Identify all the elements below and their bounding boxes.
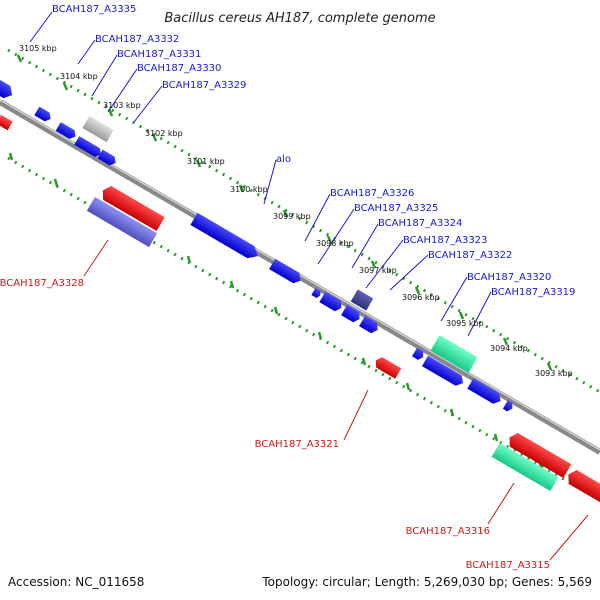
gene-arrow bbox=[0, 78, 13, 99]
gene-arrow bbox=[74, 136, 101, 157]
gene-arrow bbox=[375, 357, 402, 379]
gene-label[interactable]: BCAH187_A3321 bbox=[255, 439, 339, 450]
rna-gene-box bbox=[430, 335, 478, 373]
gene-arrow bbox=[269, 258, 301, 284]
gene-arrow bbox=[55, 122, 76, 139]
gene-label[interactable]: BCAH187_A3331 bbox=[117, 49, 201, 60]
reverse-genes bbox=[0, 114, 600, 508]
gene-arrow bbox=[509, 432, 572, 479]
major-ticks-top bbox=[16, 54, 553, 371]
kbp-label: 3100 kbp bbox=[230, 185, 268, 194]
pseudo-gene-box bbox=[82, 115, 114, 143]
gene-arrow bbox=[102, 185, 165, 232]
kbp-label: 3098 kbp bbox=[316, 239, 354, 248]
accession-text: Accession: NC_011658 bbox=[8, 575, 144, 589]
gene-box bbox=[86, 196, 158, 248]
gene-labels-top: BCAH187_A3335 BCAH187_A3332 BCAH187_A333… bbox=[52, 4, 575, 298]
gene-arrow bbox=[359, 315, 378, 334]
gene-arrow bbox=[0, 114, 13, 131]
gene-label[interactable]: BCAH187_A3319 bbox=[491, 287, 575, 298]
gene-arrow bbox=[319, 291, 342, 312]
kbp-label: 3105 kbp bbox=[19, 44, 57, 53]
gene-arrow bbox=[97, 149, 116, 166]
kbp-label: 3104 kbp bbox=[60, 72, 98, 81]
gene-arrow bbox=[341, 304, 360, 323]
gene-label[interactable]: BCAH187_A3328 bbox=[0, 278, 84, 289]
gene-label[interactable]: BCAH187_A3335 bbox=[52, 4, 136, 15]
label-connectors-top bbox=[29, 11, 492, 337]
rna-gene-box bbox=[491, 442, 559, 492]
gene-arrow bbox=[412, 347, 424, 360]
gene-arrow bbox=[467, 378, 501, 404]
kbp-label: 3094 kbp bbox=[490, 344, 528, 353]
tick-track-top bbox=[7, 48, 600, 394]
forward-genes bbox=[0, 78, 513, 412]
kbp-label: 3096 kbp bbox=[402, 293, 440, 302]
gene-label[interactable]: BCAH187_A3325 bbox=[354, 203, 438, 214]
kbp-label: 3099 kbp bbox=[273, 212, 311, 221]
gene-label[interactable]: BCAH187_A3329 bbox=[162, 80, 246, 91]
gene-label[interactable]: BCAH187_A3315 bbox=[466, 560, 550, 571]
kbp-label: 3103 kbp bbox=[103, 101, 141, 110]
gene-arrow bbox=[502, 400, 513, 412]
gene-label[interactable]: BCAH187_A3326 bbox=[330, 188, 414, 199]
gene-label[interactable]: BCAH187_A3316 bbox=[406, 526, 490, 537]
gene-labels-bottom: BCAH187_A3328 BCAH187_A3321 BCAH187_A331… bbox=[0, 278, 550, 571]
gene-arrow bbox=[311, 288, 321, 298]
gene-box bbox=[350, 289, 374, 311]
topology-summary: Topology: circular; Length: 5,269,030 bp… bbox=[261, 575, 592, 589]
gene-label[interactable]: BCAH187_A3322 bbox=[428, 250, 512, 261]
map-title: Bacillus cereus AH187, complete genome bbox=[164, 11, 435, 26]
gene-arrow bbox=[421, 355, 463, 386]
gene-label[interactable]: BCAH187_A3324 bbox=[378, 218, 462, 229]
kbp-label: 3097 kbp bbox=[359, 266, 397, 275]
gene-arrow bbox=[190, 212, 258, 259]
kbp-label: 3101 kbp bbox=[187, 157, 225, 166]
gene-label[interactable]: BCAH187_A3330 bbox=[137, 63, 221, 74]
kbp-label: 3102 kbp bbox=[145, 129, 183, 138]
gene-arrow bbox=[34, 106, 51, 122]
gene-label[interactable]: alo bbox=[276, 154, 291, 165]
label-connectors-bottom bbox=[83, 239, 589, 561]
kbp-label: 3095 kbp bbox=[446, 319, 484, 328]
gene-label[interactable]: BCAH187_A3323 bbox=[403, 235, 487, 246]
gene-label[interactable]: BCAH187_A3320 bbox=[467, 272, 551, 283]
kbp-label: 3093 kbp bbox=[535, 369, 573, 378]
kbp-labels: 3105 kbp 3104 kbp 3103 kbp 3102 kbp 3101… bbox=[19, 44, 573, 378]
gene-arrow bbox=[568, 470, 600, 508]
gene-label[interactable]: BCAH187_A3332 bbox=[95, 34, 179, 45]
